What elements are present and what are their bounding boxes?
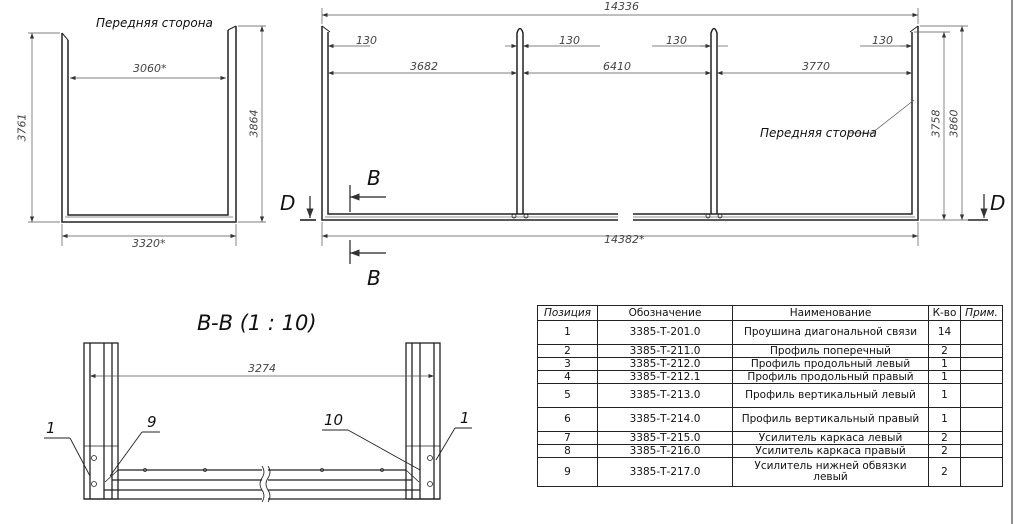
dim-offset-1: 130 (356, 34, 377, 47)
cell-qty: 14 (928, 320, 961, 345)
cell-position: 3 (537, 357, 598, 371)
cell-note (960, 383, 1003, 408)
cell-name: Усилитель каркаса левый (732, 431, 929, 445)
callout-1-left: 1 (46, 419, 56, 437)
cell-code: 3385-Т-214.0 (597, 407, 733, 432)
section-view-right (265, 342, 441, 503)
dim-section-inner: 3274 (248, 362, 276, 375)
dim-span-3: 3770 (802, 60, 830, 73)
cell-code: 3385-Т-216.0 (597, 444, 733, 458)
specification-table: Позиция Обозначение Наименование К-во Пр… (537, 305, 1003, 487)
cell-qty: 1 (928, 383, 961, 408)
top-left-front-label: Передняя сторона (96, 16, 213, 30)
cell-position: 1 (537, 320, 598, 345)
top-left-dimensions (28, 25, 266, 246)
cell-qty: 1 (928, 407, 961, 432)
cell-position: 7 (537, 431, 598, 445)
cell-qty: 2 (928, 431, 961, 445)
top-right-dimensions (321, 8, 968, 246)
top-left-frame (61, 25, 237, 223)
cell-note (960, 370, 1003, 384)
dim-right-height: 3864 (247, 109, 261, 138)
cell-code: 3385-Т-215.0 (597, 431, 733, 445)
header-note: Прим. (960, 305, 1003, 321)
cell-position: 4 (537, 370, 598, 384)
cell-code: 3385-Т-211.0 (597, 344, 733, 358)
table-header-row: Позиция Обозначение Наименование К-во Пр… (537, 305, 1003, 321)
dim-offset-2: 130 (559, 34, 580, 47)
section-view-left (83, 342, 265, 503)
cell-code: 3385-Т-201.0 (597, 320, 733, 345)
cell-qty: 2 (928, 457, 961, 487)
cell-qty: 2 (928, 444, 961, 458)
cell-note (960, 344, 1003, 358)
cell-name: Усилитель каркаса правый (732, 444, 929, 458)
cell-position: 8 (537, 444, 598, 458)
cell-note (960, 407, 1003, 432)
dim-offset-4: 130 (872, 34, 893, 47)
cell-name: Профиль продольный левый (732, 357, 929, 371)
cell-code: 3385-Т-217.0 (597, 457, 733, 487)
cell-note (960, 457, 1003, 487)
cell-name: Усилитель нижней обвязки левый (732, 457, 929, 487)
view-mark-left: D (280, 191, 296, 215)
cell-code: 3385-Т-213.0 (597, 383, 733, 408)
dim-height-a: 3758 (929, 109, 943, 138)
header-code: Обозначение (597, 305, 733, 321)
section-mark-top: B (367, 166, 381, 190)
section-mark-bottom: B (367, 266, 381, 290)
cell-note (960, 320, 1003, 345)
dim-inner-width: 3060* (133, 62, 167, 75)
cell-position: 5 (537, 383, 598, 408)
cell-code: 3385-Т-212.0 (597, 357, 733, 371)
cell-name: Профиль вертикальный левый (732, 383, 929, 408)
cell-note (960, 357, 1003, 371)
dim-total-bottom: 14382* (604, 233, 645, 246)
dim-span-2: 6410 (603, 60, 631, 73)
callout-leaders (44, 427, 472, 477)
header-qty: К-во (928, 305, 961, 321)
cell-note (960, 431, 1003, 445)
callout-1-right: 1 (460, 409, 470, 427)
callout-10: 10 (324, 411, 344, 429)
view-mark-right: D (990, 191, 1006, 215)
cell-name: Проушина диагональной связи (732, 320, 929, 345)
dim-outer-width: 3320* (132, 237, 166, 250)
top-right-front-label: Передняя сторона (760, 126, 877, 140)
cell-qty: 2 (928, 344, 961, 358)
header-position: Позиция (537, 305, 598, 321)
dim-height-b: 3860 (947, 109, 961, 138)
section-markers (300, 185, 988, 264)
dim-total-top: 14336 (604, 0, 639, 13)
dim-left-height: 3761 (15, 113, 29, 142)
cell-name: Профиль продольный правый (732, 370, 929, 384)
cell-position: 2 (537, 344, 598, 358)
cell-position: 6 (537, 407, 598, 432)
dim-offset-3: 130 (666, 34, 687, 47)
cell-name: Профиль поперечный (732, 344, 929, 358)
cell-code: 3385-Т-212.1 (597, 370, 733, 384)
dim-span-1: 3682 (410, 60, 438, 73)
callout-9: 9 (147, 413, 157, 431)
cell-name: Профиль вертикальный правый (732, 407, 929, 432)
cell-position: 9 (537, 457, 598, 487)
header-name: Наименование (732, 305, 929, 321)
section-title: B-B (1 : 10) (197, 311, 317, 335)
cell-note (960, 444, 1003, 458)
cell-qty: 1 (928, 357, 961, 371)
top-right-frame (321, 25, 919, 221)
cell-qty: 1 (928, 370, 961, 384)
